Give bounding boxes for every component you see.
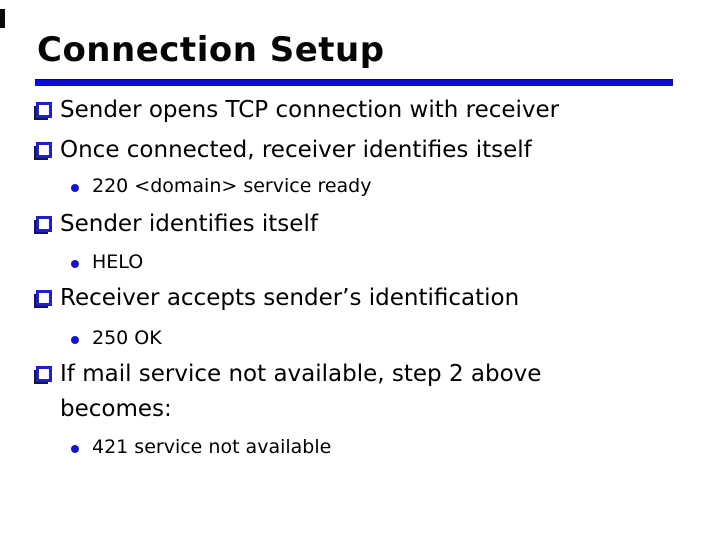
bullet-item: If mail service not available, step 2 ab… bbox=[36, 357, 620, 427]
dot-bullet-icon bbox=[71, 184, 79, 192]
sub-bullet-item: 220 <domain> service ready bbox=[71, 173, 371, 199]
shadowed-square-bullet-icon bbox=[36, 102, 52, 118]
bullet-text: If mail service not available, step 2 ab… bbox=[60, 361, 542, 422]
bullet-text: Receiver accepts sender’s identification bbox=[60, 285, 520, 311]
bullet-item: Sender opens TCP connection with receive… bbox=[36, 93, 559, 128]
sub-bullet-text: 250 OK bbox=[92, 327, 162, 349]
shadowed-square-bullet-icon bbox=[36, 366, 52, 382]
sub-bullet-item: HELO bbox=[71, 249, 143, 275]
bullet-item: Sender identifies itself bbox=[36, 207, 318, 242]
corner-mark bbox=[0, 9, 5, 28]
bullet-text: Once connected, receiver identifies itse… bbox=[60, 137, 532, 163]
sub-bullet-item: 421 service not available bbox=[71, 434, 331, 460]
bullet-text: Sender opens TCP connection with receive… bbox=[60, 97, 560, 123]
shadowed-square-bullet-icon bbox=[36, 216, 52, 232]
title-underline-bar bbox=[35, 79, 673, 86]
shadowed-square-bullet-icon bbox=[36, 290, 52, 306]
shadowed-square-bullet-icon bbox=[36, 142, 52, 158]
dot-bullet-icon bbox=[71, 260, 79, 268]
dot-bullet-icon bbox=[71, 445, 79, 453]
slide-title: Connection Setup bbox=[37, 30, 385, 70]
bullet-text: Sender identifies itself bbox=[60, 211, 318, 237]
sub-bullet-text: 421 service not available bbox=[92, 436, 332, 458]
bullet-item: Once connected, receiver identifies itse… bbox=[36, 133, 532, 168]
bullet-item: Receiver accepts sender’s identification bbox=[36, 281, 519, 316]
dot-bullet-icon bbox=[71, 336, 79, 344]
sub-bullet-text: 220 <domain> service ready bbox=[92, 175, 372, 197]
sub-bullet-item: 250 OK bbox=[71, 325, 162, 351]
sub-bullet-text: HELO bbox=[92, 251, 144, 273]
